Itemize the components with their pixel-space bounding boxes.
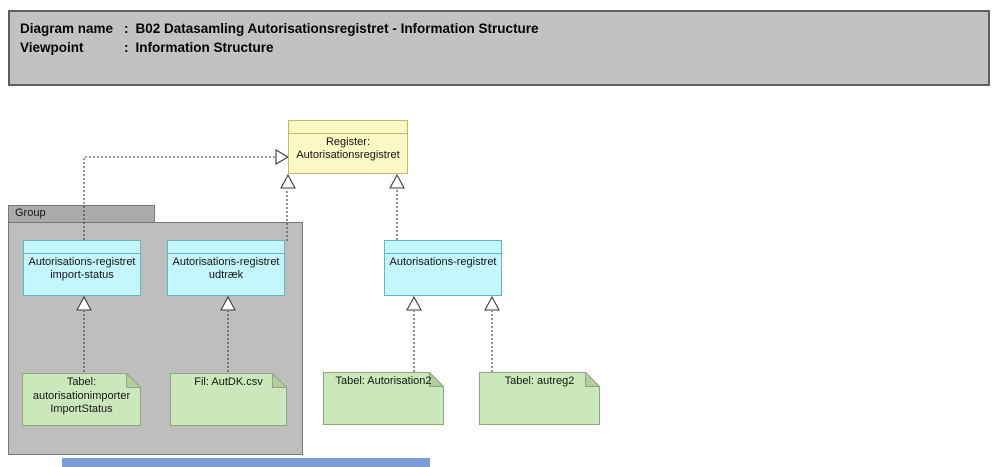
viewpoint-separator: :	[124, 40, 129, 55]
diagram-title-block[interactable]: Diagram name: B02 Datasamling Autorisatio…	[8, 10, 990, 86]
viewpoint-value: Information Structure	[135, 40, 274, 55]
horizontal-scrollbar-thumb[interactable]	[62, 458, 430, 467]
object-header-strip	[24, 241, 140, 254]
node-fil-autdk[interactable]: Fil: AutDK.csv	[170, 373, 287, 426]
node-udtraek[interactable]: Autorisations-registret udtræk	[167, 240, 285, 296]
node-import-status-label: Autorisations-registret import-status	[28, 256, 136, 281]
node-tabel-autreg2-label: Tabel: autreg2	[504, 375, 575, 387]
object-header-strip	[289, 121, 407, 134]
node-import-status[interactable]: Autorisations-registret import-status	[23, 240, 141, 296]
node-tabel-importstatus[interactable]: Tabel: autorisationimporter ImportStatus	[22, 373, 141, 426]
rel-importstatus-to-register[interactable]	[83, 149, 290, 240]
rel-udtraek-to-register[interactable]	[280, 173, 296, 241]
viewpoint-row: Viewpoint: Information Structure	[20, 38, 988, 57]
group-label: Group	[15, 207, 46, 219]
object-header-strip	[385, 241, 501, 254]
node-tabel-autreg2[interactable]: Tabel: autreg2	[479, 372, 600, 425]
object-header-strip	[168, 241, 284, 254]
rel-tabel-autorisation2-to-autregistret[interactable]	[406, 295, 422, 372]
note-shape	[22, 373, 141, 426]
diagram-name-value: B02 Datasamling Autorisationsregistret -…	[135, 21, 539, 36]
note-shape	[479, 372, 600, 425]
note-shape	[323, 372, 444, 425]
rel-tabel-importstatus-to-importstatus[interactable]	[76, 295, 92, 372]
viewpoint-label: Viewpoint	[20, 40, 84, 55]
diagram-name-label: Diagram name	[20, 21, 114, 36]
diagram-name-separator: :	[124, 21, 129, 36]
node-register-label: Register: Autorisationsregistret	[296, 136, 400, 161]
rel-tabel-autreg2-to-autregistret[interactable]	[484, 295, 500, 372]
node-autregistret[interactable]: Autorisations-registret	[384, 240, 502, 296]
node-tabel-autorisation2-label: Tabel: Autorisation2	[335, 375, 432, 387]
node-tabel-importstatus-label: Tabel: autorisationimporter ImportStatus	[32, 376, 131, 415]
diagram-name-row: Diagram name: B02 Datasamling Autorisatio…	[20, 19, 988, 38]
node-register[interactable]: Register: Autorisationsregistret	[288, 120, 408, 174]
node-udtraek-label: Autorisations-registret udtræk	[172, 256, 280, 281]
node-fil-autdk-label: Fil: AutDK.csv	[194, 376, 263, 388]
rel-fil-autdk-to-udtraek[interactable]	[220, 295, 236, 372]
note-shape	[170, 373, 287, 426]
node-tabel-autorisation2[interactable]: Tabel: Autorisation2	[323, 372, 444, 425]
rel-autregistret-to-register[interactable]	[389, 173, 405, 240]
node-autregistret-label: Autorisations-registret	[389, 256, 497, 268]
